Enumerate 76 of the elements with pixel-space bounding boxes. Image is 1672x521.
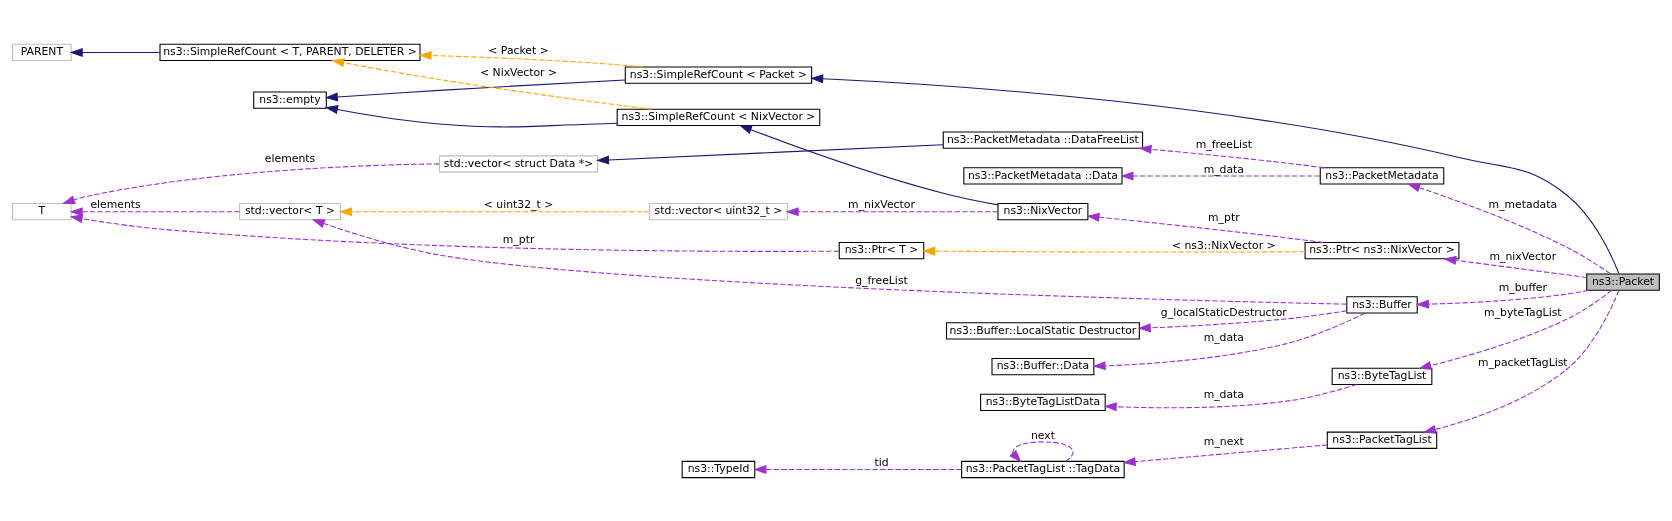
edge-label: m_ptr (502, 232, 535, 246)
node-box: PARENT (12, 43, 72, 61)
node-box: ns3::PacketMetadata (1319, 166, 1445, 185)
edge-label: m_metadata (1488, 197, 1558, 211)
arrow (739, 124, 999, 205)
edge-label: m_packetTagList (1478, 355, 1568, 369)
arrow (1415, 289, 1590, 309)
edge-label: m_nixVector (1489, 249, 1557, 263)
arrow (324, 104, 618, 127)
node-box: ns3::SimpleRefCount < NixVector > (616, 108, 821, 126)
node-box: ns3::ByteTagListData (980, 393, 1106, 411)
node-box: ns3::SimpleRefCount < Packet > (624, 66, 813, 84)
node-box: ns3::PacketTagList ::TagData (961, 460, 1125, 478)
node-box: ns3::TypeId (681, 460, 756, 478)
arrow (62, 162, 440, 204)
edge-label: < Packet > (488, 43, 549, 57)
arrow (1009, 440, 1074, 463)
edge-label: tid (874, 455, 889, 469)
arrow (1092, 312, 1366, 370)
node-box: std::vector< uint32_t > (649, 202, 788, 220)
node-box: ns3::PacketTagList (1326, 431, 1438, 449)
arrow (753, 464, 962, 474)
arrow (1103, 383, 1358, 411)
arrow (1086, 212, 1324, 243)
node-box: ns3::Ptr< ns3::NixVector > (1304, 241, 1460, 259)
node-box: ns3::PacketMetadata ::DataFreeList (942, 131, 1144, 149)
edge-label: g_freeList (855, 273, 908, 287)
edge-label: next (1030, 428, 1055, 442)
arrow (1418, 289, 1613, 370)
node-box: ns3::SimpleRefCount < T, PARENT, DELETER > (159, 43, 421, 61)
edge-label: elements (264, 151, 316, 165)
arrow (1407, 182, 1611, 274)
edge-label: m_data (1203, 162, 1245, 176)
arrow (1443, 255, 1588, 278)
edge-label: m_ptr (1208, 210, 1240, 224)
arrow (1120, 170, 1321, 180)
edge-label: < uint32_t > (483, 197, 554, 211)
node-box: ns3::Buffer::Data (991, 357, 1095, 375)
arrow (324, 78, 626, 101)
edge-label: < ns3::NixVector > (1171, 238, 1276, 252)
edge-label: < NixVector > (480, 65, 558, 79)
edge-label: m_next (1203, 434, 1244, 448)
arrow (1423, 289, 1620, 434)
arrow (810, 73, 1620, 274)
arrow (1122, 443, 1328, 466)
arrow (69, 206, 240, 216)
arrow (311, 218, 1348, 305)
node-box: ns3::PacketMetadata ::Data (963, 166, 1123, 185)
node-box: ns3::ByteTagList (1331, 367, 1433, 385)
edge-label: m_byteTagList (1484, 305, 1562, 319)
edge-label: m_data (1203, 330, 1245, 344)
arrow (785, 206, 999, 216)
arrow (338, 206, 650, 216)
node-box: ns3::empty (253, 90, 327, 109)
arrow (922, 246, 1306, 256)
node-box: ns3::Buffer (1346, 295, 1418, 314)
node-box: T (12, 202, 72, 220)
node-box: std::vector< T > (239, 202, 341, 220)
arrow (418, 50, 644, 68)
arrow (331, 57, 653, 110)
node-box: ns3::Packet (1586, 272, 1660, 291)
edge-label: m_nixVector (848, 197, 915, 211)
node-box: ns3::NixVector (997, 202, 1089, 220)
arrow (596, 143, 944, 164)
edge-label: m_buffer (1498, 280, 1547, 294)
node-box: ns3::Buffer::LocalStatic Destructor (945, 321, 1140, 340)
arrow (69, 47, 161, 57)
node-box: ns3::Ptr< T > (838, 241, 925, 259)
edge-label: m_freeList (1195, 137, 1252, 151)
node-box: std::vector< struct Data *> (438, 154, 599, 173)
edge-label: g_localStaticDestructor (1160, 305, 1287, 319)
edge-label: m_data (1203, 387, 1245, 401)
arrow (1137, 309, 1348, 332)
arrow (1138, 144, 1325, 168)
edge-label: elements (90, 197, 141, 211)
arrow (69, 213, 840, 252)
